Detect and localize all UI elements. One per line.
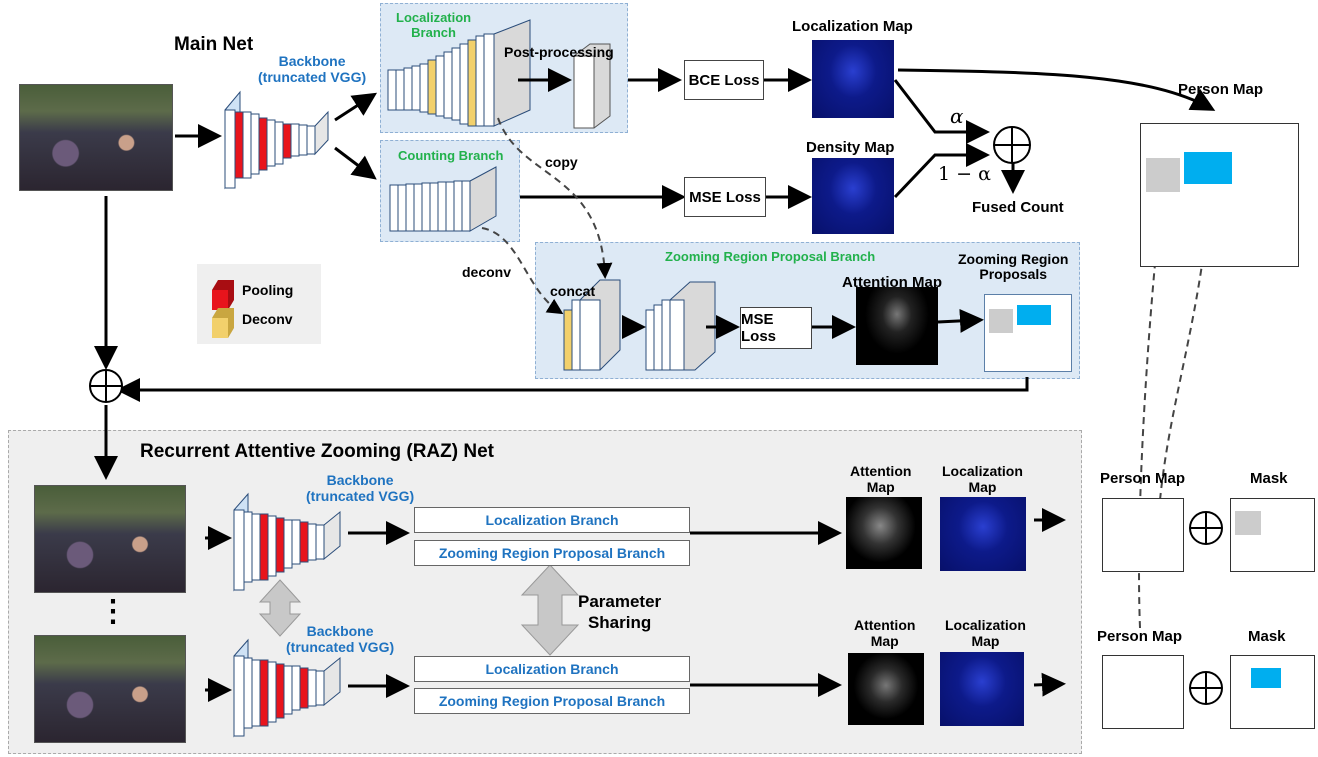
person-map-gray-region bbox=[1146, 158, 1180, 192]
sum-circles bbox=[89, 126, 1223, 705]
main-arrows bbox=[94, 68, 1216, 702]
raz-mask-2 bbox=[1230, 655, 1315, 729]
raz-mask-1 bbox=[1230, 498, 1315, 572]
mse-loss-box: MSE Loss bbox=[684, 177, 766, 217]
raz-localization-map-2-label: Localization Map bbox=[945, 617, 1026, 649]
copy-label: copy bbox=[545, 154, 578, 170]
raz-backbone-1 bbox=[233, 492, 341, 592]
person-map-2-label: Person Map bbox=[1097, 628, 1183, 645]
raz-backbone-1-label: Backbone (truncated VGG) bbox=[306, 472, 415, 504]
backbone-main-label: Backbone (truncated VGG) bbox=[258, 53, 367, 85]
raz-net-title: Recurrent Attentive Zooming (RAZ) Net bbox=[140, 441, 494, 462]
raz-zr-branch-1-label: Zooming Region Proposal Branch bbox=[438, 545, 666, 561]
zooming-branch-blocks bbox=[563, 279, 716, 371]
backbone-sharing-arrow bbox=[258, 579, 302, 637]
density-map-label: Density Map bbox=[806, 139, 895, 156]
mask-gray-region bbox=[1235, 511, 1261, 535]
person-map-label: Person Map bbox=[1178, 81, 1264, 98]
raz-backbone-2 bbox=[233, 638, 341, 738]
raz-localization-map-2 bbox=[940, 652, 1024, 726]
raz-zr-branch-2-label: Zooming Region Proposal Branch bbox=[438, 693, 666, 709]
zooming-proposals-label: Zooming Region Proposals bbox=[958, 251, 1069, 282]
legend-deconv-label: Deconv bbox=[242, 311, 293, 327]
raz-loc-branch-1: Localization Branch bbox=[414, 507, 690, 533]
raz-attention-map-1-label: Attention Map bbox=[850, 463, 912, 495]
raz-person-map-2 bbox=[1102, 655, 1184, 729]
localization-map-image bbox=[812, 40, 894, 118]
mask-1-label: Mask bbox=[1250, 470, 1288, 487]
main-net-title: Main Net bbox=[174, 34, 254, 55]
raz-crowd-image-2 bbox=[34, 635, 186, 743]
raz-loc-branch-2: Localization Branch bbox=[414, 656, 690, 682]
raz-crowd-image-1 bbox=[34, 485, 186, 593]
legend-pooling-label: Pooling bbox=[242, 282, 294, 298]
bce-loss-label: BCE Loss bbox=[688, 71, 760, 89]
ellipsis-dots: ⋮ bbox=[98, 595, 128, 628]
one-minus-alpha-label: 1 − α bbox=[938, 163, 991, 185]
fused-count-label: Fused Count bbox=[972, 199, 1064, 216]
proposal-gray-region bbox=[989, 309, 1013, 333]
zooming-branch-label: Zooming Region Proposal Branch bbox=[665, 249, 876, 264]
localization-branch-label: Localization Branch bbox=[396, 10, 472, 40]
raz-zr-branch-2: Zooming Region Proposal Branch bbox=[414, 688, 690, 714]
person-map-cyan-region bbox=[1184, 152, 1232, 184]
localization-map-label: Localization Map bbox=[792, 18, 913, 35]
concat-label: concat bbox=[550, 283, 596, 299]
mask-2-label: Mask bbox=[1248, 628, 1286, 645]
mask-cyan-region bbox=[1251, 668, 1281, 688]
raz-attention-map-1 bbox=[846, 497, 922, 569]
legend-swatches bbox=[212, 280, 234, 338]
localization-branch-blocks bbox=[387, 19, 611, 129]
raz-localization-map-1 bbox=[940, 497, 1026, 571]
zr-mse-loss-box: MSE Loss bbox=[740, 307, 812, 349]
alpha-label: α bbox=[950, 104, 964, 128]
input-crowd-image bbox=[19, 84, 173, 191]
raz-loc-branch-1-label: Localization Branch bbox=[485, 512, 619, 528]
raz-attention-map-2-label: Attention Map bbox=[854, 617, 916, 649]
attention-map-image bbox=[856, 287, 938, 365]
backbone-main bbox=[224, 90, 329, 190]
parameter-sharing-arrow bbox=[520, 564, 580, 656]
raz-person-map-1 bbox=[1102, 498, 1184, 572]
zr-mse-loss-label: MSE Loss bbox=[741, 311, 777, 345]
mse-loss-label: MSE Loss bbox=[689, 188, 761, 206]
raz-loc-branch-2-label: Localization Branch bbox=[485, 661, 619, 677]
zooming-proposals-box bbox=[984, 294, 1072, 372]
raz-backbone-2-label: Backbone (truncated VGG) bbox=[286, 623, 395, 655]
attention-map-label: Attention Map bbox=[842, 274, 942, 291]
raz-localization-map-1-label: Localization Map bbox=[942, 463, 1023, 495]
person-map-1-label: Person Map bbox=[1100, 470, 1186, 487]
counting-branch-label: Counting Branch bbox=[398, 148, 504, 163]
counting-branch-blocks bbox=[389, 166, 497, 232]
density-map-image bbox=[812, 158, 894, 234]
person-map-main bbox=[1140, 123, 1299, 267]
proposal-cyan-region bbox=[1017, 305, 1051, 325]
raz-attention-map-2 bbox=[848, 653, 924, 725]
raz-zr-branch-1: Zooming Region Proposal Branch bbox=[414, 540, 690, 566]
bce-loss-box: BCE Loss bbox=[684, 60, 764, 100]
post-processing-label: Post-processing bbox=[504, 44, 614, 60]
deconv-label: deconv bbox=[462, 264, 512, 280]
parameter-sharing-label: Parameter Sharing bbox=[578, 592, 662, 632]
